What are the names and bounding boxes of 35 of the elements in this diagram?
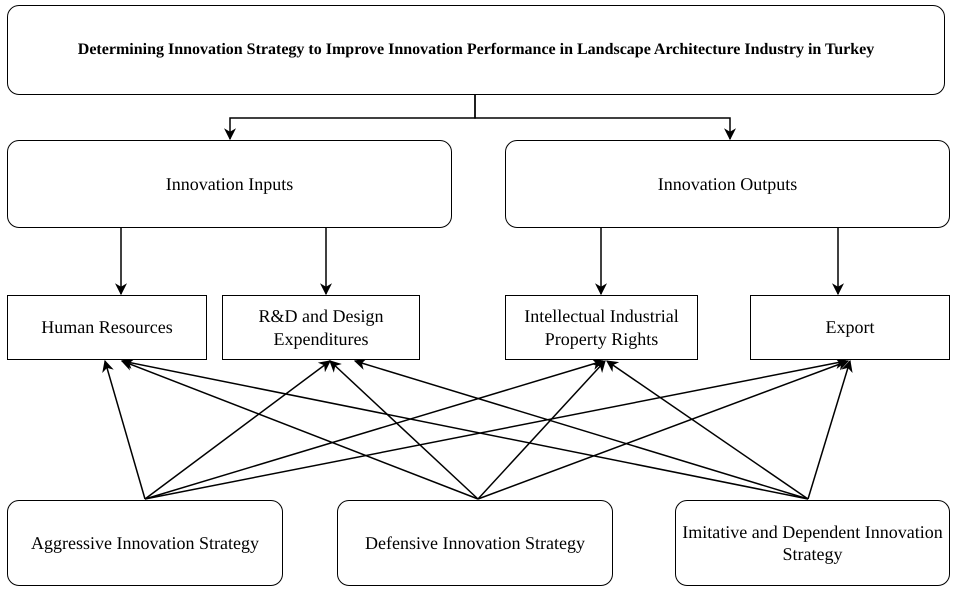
node-label: R&D and Design Expenditures — [258, 305, 384, 350]
arrow — [144, 360, 331, 500]
process-box — [7, 295, 207, 360]
arrow — [329, 360, 479, 500]
node-label: Human Resources — [41, 316, 173, 339]
node-label: Imitative and Dependent Innovation Strategy — [682, 520, 943, 566]
arrow — [102, 360, 146, 500]
node-label: Determining Innovation Strategy to Improve Innovation Performance in Landscape Architecture Industry in Turkey — [78, 40, 874, 60]
process-box — [675, 500, 950, 586]
arrow — [320, 228, 332, 296]
node-label: Export — [826, 316, 874, 339]
node-label: Innovation Inputs — [166, 172, 294, 196]
process-box — [7, 500, 283, 586]
arrow — [120, 359, 478, 500]
arrow — [354, 358, 808, 500]
title-box — [7, 5, 945, 95]
arrow — [478, 359, 850, 500]
node-label: Defensive Innovation Strategy — [365, 532, 585, 554]
arrow — [474, 95, 736, 140]
process-box — [505, 295, 698, 360]
node-label: Aggressive Innovation Strategy — [31, 532, 259, 554]
arrow — [807, 360, 853, 500]
process-box — [505, 140, 950, 228]
process-box — [7, 140, 452, 228]
arrow — [144, 358, 604, 500]
process-box — [750, 295, 950, 360]
arrow — [477, 360, 606, 500]
arrow — [606, 360, 808, 500]
arrow — [595, 228, 607, 296]
node-label: Innovation Outputs — [658, 172, 798, 196]
arrow — [832, 228, 844, 296]
node-label: Intellectual Industrial Property Rights — [523, 305, 680, 350]
arrow — [115, 228, 127, 296]
process-box — [337, 500, 613, 586]
process-box — [222, 295, 420, 360]
